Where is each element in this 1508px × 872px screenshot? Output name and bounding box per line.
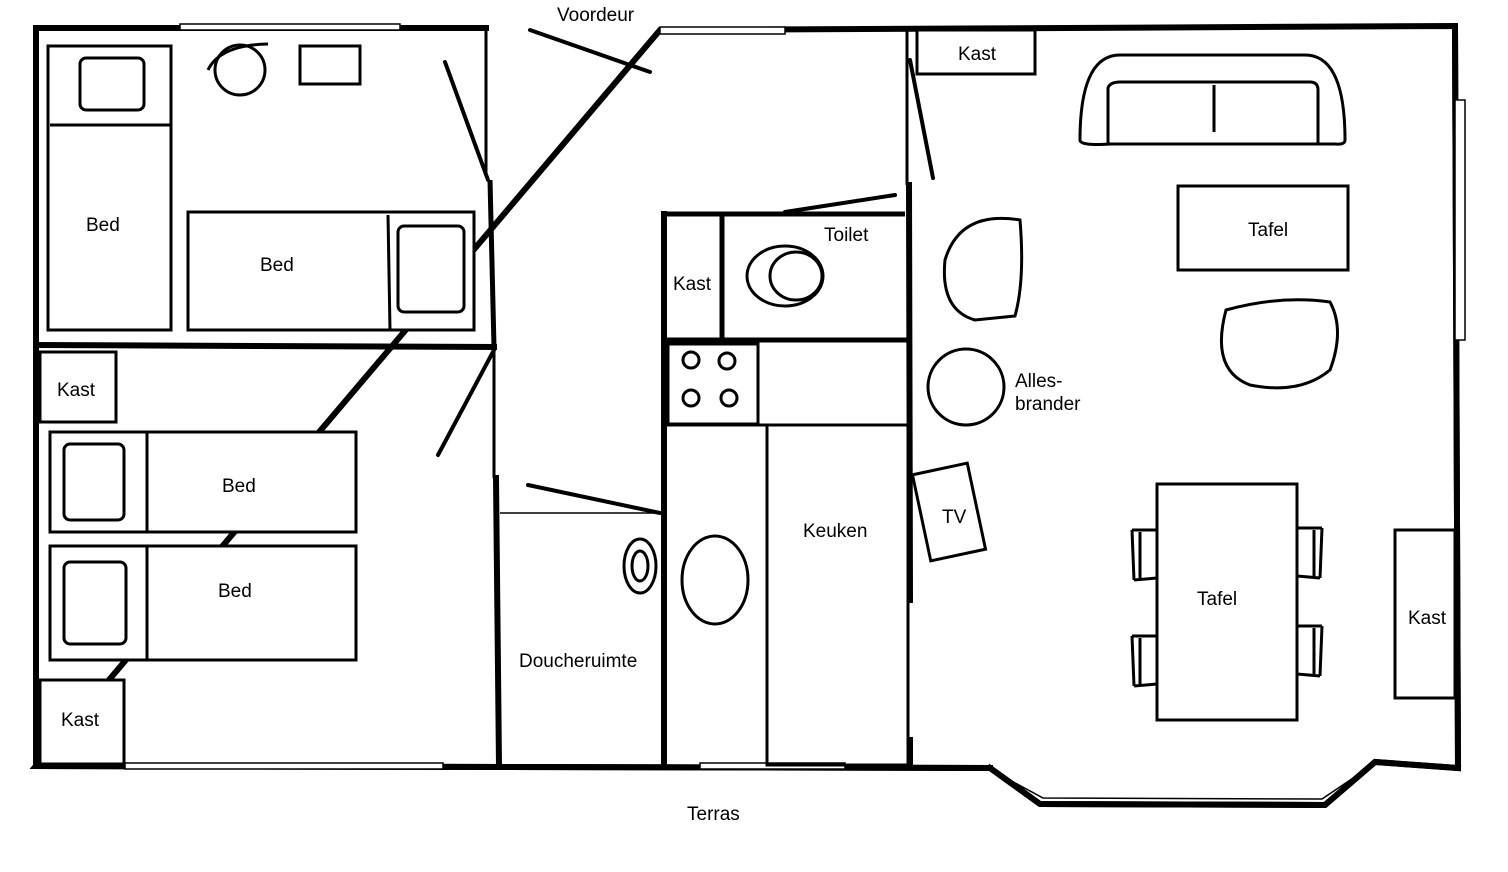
closet-label-left-2: Kast [61,710,100,731]
stove-icon [926,347,1006,427]
window-front [659,26,786,35]
bed-3 [48,430,358,534]
dining-table [1155,482,1299,722]
bed-label-3: Bed [222,476,256,497]
bedroom2-door [436,348,496,457]
labels: Voordeur Kast Bed Bed Tafel Toilet Kast … [57,5,1447,825]
table-label-dining: Tafel [1197,589,1237,610]
chairs [1130,526,1324,688]
armchair-1 [942,216,1024,322]
table-label-top: Tafel [1248,220,1288,241]
terrace-label: Terras [687,804,740,825]
closet-label-right: Kast [1408,608,1447,629]
bedroom1-door [443,60,490,182]
sink-icon [680,534,750,626]
window-right [1454,99,1466,341]
bedroom1 [46,42,476,332]
closet-label-center: Kast [673,274,712,295]
closet-label-top: Kast [958,44,997,65]
closet-left-2 [38,678,126,766]
table-top [1176,184,1350,272]
living-door [908,58,935,180]
tv-icon [910,461,988,563]
burner-icon [681,350,701,370]
bed-4 [48,544,358,662]
closet-top [915,28,1037,76]
window-bottom-left [124,762,444,770]
living-room [910,28,1457,722]
bed-label-4: Bed [218,581,252,602]
shower-room-label: Doucheruimte [519,651,637,672]
bed-2 [186,210,476,332]
stove-label-line1: Alles- [1015,371,1063,392]
front-door-label: Voordeur [557,5,635,26]
doors [436,28,935,515]
service-area [622,244,825,626]
bed-label-1: Bed [86,215,120,236]
closet-right [1393,528,1457,700]
kitchen-label: Keuken [803,521,867,542]
armchair-2 [1219,298,1339,390]
washbasin-icon [622,537,658,595]
stool-icon [213,43,267,97]
toilet-door [783,193,897,214]
nightstand-icon [298,44,362,86]
toilet-label: Toilet [824,225,869,246]
front-door [528,28,652,74]
interior-walls [32,30,914,770]
closet-left-1 [38,350,118,424]
bedroom2 [38,350,358,766]
shower-door [526,483,662,515]
bed-1 [46,44,173,332]
closet-label-left-1: Kast [57,380,96,401]
bed-label-2: Bed [260,255,294,276]
window-top-left [179,23,401,31]
tv-label: TV [942,507,967,528]
stove-label-line2: brander [1015,394,1081,415]
